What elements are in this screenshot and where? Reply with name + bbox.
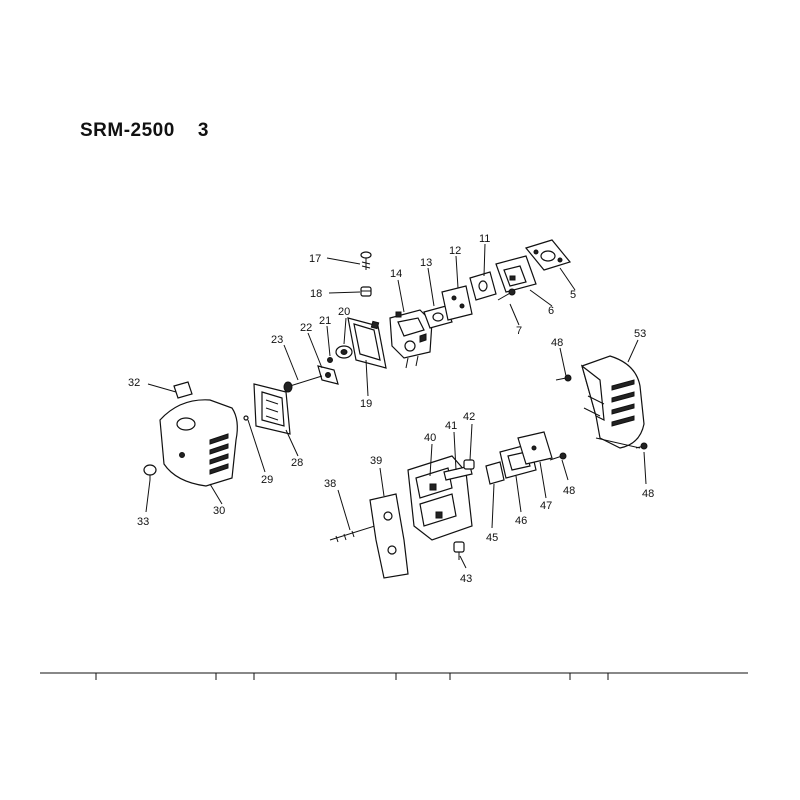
part-33-knob [143, 464, 157, 480]
callout-30: 30 [213, 505, 225, 517]
callout-48-c: 48 [642, 488, 654, 500]
part-48-screw-a [555, 374, 572, 382]
part-5-gasket [524, 239, 572, 271]
callout-11: 11 [479, 233, 490, 245]
callout-12: 12 [449, 245, 461, 257]
part-17-screw [360, 251, 372, 270]
callout-13: 13 [420, 257, 432, 269]
part-47-cover-plate [517, 431, 553, 465]
callout-21: 21 [319, 315, 331, 327]
part-53-muffler-cover [580, 355, 645, 449]
callout-17: 17 [309, 253, 321, 265]
part-7-screw [497, 288, 516, 301]
callout-39: 39 [370, 455, 382, 467]
callout-5: 5 [570, 289, 576, 301]
callout-40: 40 [424, 432, 436, 444]
part-28-filter-frame [253, 383, 291, 435]
part-13-gasket [423, 305, 453, 329]
callout-53: 53 [634, 328, 646, 340]
callout-23: 23 [271, 334, 283, 346]
part-41-bracket [443, 465, 473, 481]
callout-18: 18 [310, 288, 322, 300]
callout-22: 22 [300, 322, 312, 334]
callout-20: 20 [338, 306, 350, 318]
part-48-screw-b [549, 452, 567, 461]
callout-6: 6 [548, 305, 554, 317]
part-21-ball [327, 357, 333, 363]
callout-29: 29 [261, 474, 273, 486]
bottom-rule [40, 672, 748, 680]
callout-33: 33 [137, 516, 149, 528]
leader-lines [145, 243, 647, 569]
callout-19: 19 [360, 398, 372, 410]
callout-43: 43 [460, 573, 472, 585]
callout-28: 28 [291, 457, 303, 469]
part-29-pin [243, 415, 249, 421]
callout-45: 45 [486, 532, 498, 544]
part-30-cleaner-cover [159, 399, 238, 487]
part-14-carburetor [389, 309, 433, 369]
part-23-bolt [283, 375, 323, 393]
callout-32: 32 [128, 377, 140, 389]
page-title: SRM-2500 3 [80, 120, 209, 141]
part-42-nut [463, 459, 475, 470]
callout-7: 7 [516, 325, 522, 337]
part-20-ring [335, 345, 353, 359]
part-32-filter [173, 381, 193, 399]
callout-48-b: 48 [563, 485, 575, 497]
callout-47: 47 [540, 500, 552, 512]
part-39-shield [369, 493, 409, 579]
part-45-gasket [485, 461, 505, 485]
part-12-insulator [441, 285, 473, 321]
part-19-cleaner-base [347, 317, 387, 369]
part-6-intake [495, 255, 537, 293]
callout-46: 46 [515, 515, 527, 527]
part-48-screw-c [635, 442, 648, 450]
callout-48-a: 48 [551, 337, 563, 349]
callout-42: 42 [463, 411, 475, 423]
part-18-nut [360, 286, 372, 297]
part-22-plate [317, 365, 339, 385]
part-43-bolt [453, 541, 465, 560]
callout-38: 38 [324, 478, 336, 490]
callout-14: 14 [390, 268, 402, 280]
callout-41: 41 [445, 420, 457, 432]
part-11-gasket [469, 271, 497, 301]
callout-labels: 17 18 14 13 12 11 5 6 7 20 21 22 23 19 3… [128, 233, 654, 585]
